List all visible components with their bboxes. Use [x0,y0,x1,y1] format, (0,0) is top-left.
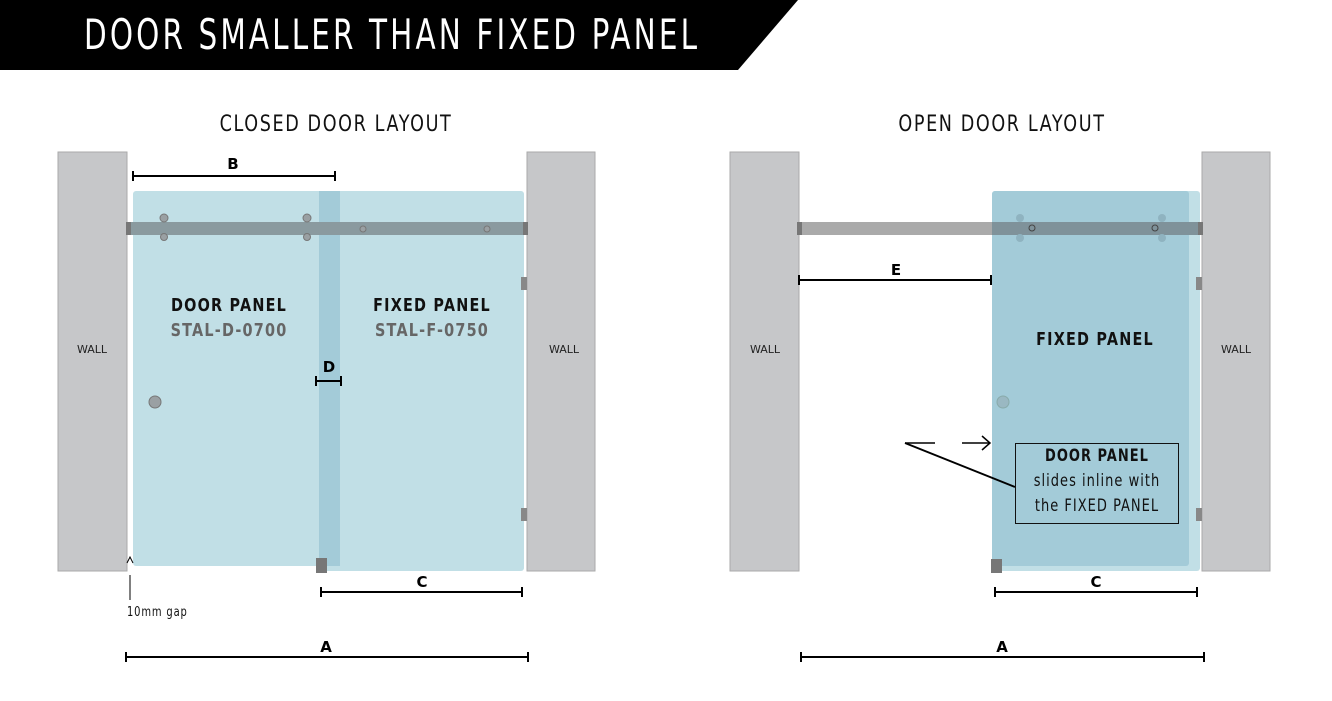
open-wall-right-label: WALL [1220,343,1252,356]
note-line-2: slides inline with [1033,471,1161,491]
rail [127,222,527,235]
open-dimension-c: C [1090,573,1102,591]
door-handle [148,395,162,409]
fixed-panel-code: STAL-F-0750 [374,320,490,341]
dimension-a: A [320,638,332,656]
note-line-1: DOOR PANEL [1045,446,1149,466]
fixed-panel-label: FIXED PANEL [373,295,491,316]
gap-note: 10mm gap [127,605,188,620]
wall-right-label: WALL [548,343,580,356]
overlap-strip [319,191,340,566]
open-dimension-a: A [996,638,1008,656]
note-line-3: the FIXED PANEL [1034,496,1160,516]
door-panel [133,191,340,566]
wall-left [57,151,128,572]
page-title: DOOR SMALLER THAN FIXED PANEL [84,10,701,59]
open-layout-heading: OPEN DOOR LAYOUT [898,112,1106,137]
fixed-panel [319,191,524,571]
closed-layout-heading: CLOSED DOOR LAYOUT [219,112,453,137]
door-slides-note: DOOR PANEL slides inline with the FIXED … [1015,443,1179,524]
door-panel-code: STAL-D-0700 [170,320,288,341]
dimension-c: C [416,573,428,591]
title-banner [0,0,798,70]
dimension-d: D [322,358,336,376]
open-wall-left-label: WALL [749,343,781,356]
open-fixed-panel-label: FIXED PANEL [1036,329,1154,350]
wall-right [526,151,596,572]
dimension-b: B [227,155,239,173]
dimension-e: E [890,261,902,279]
door-panel-label: DOOR PANEL [171,295,287,316]
wall-left-label: WALL [76,343,108,356]
